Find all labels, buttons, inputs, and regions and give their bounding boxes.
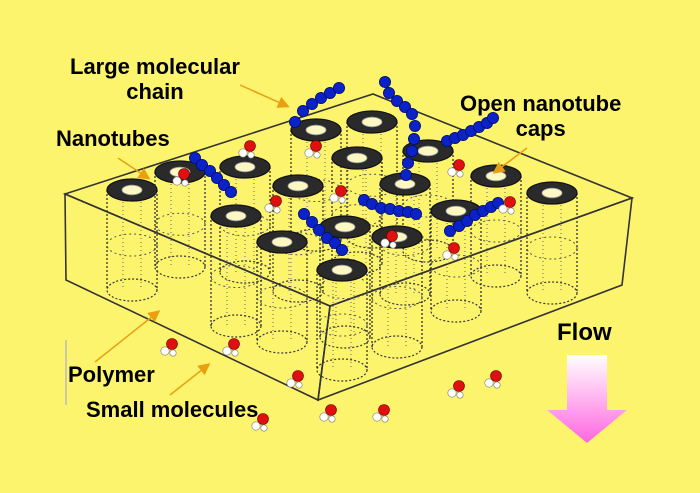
label-flow: Flow xyxy=(557,319,612,346)
chain-bead xyxy=(335,243,348,256)
nanotube xyxy=(106,178,158,302)
nanotube xyxy=(526,181,578,305)
label-open-nanotube-caps-line2: caps xyxy=(515,115,566,141)
chain-bead xyxy=(323,87,336,100)
molecular-chain xyxy=(288,82,345,129)
small-molecule xyxy=(447,159,465,178)
small-molecule xyxy=(484,370,502,389)
small-molecule xyxy=(238,140,256,159)
small-molecules-label-arrow xyxy=(169,363,211,396)
label-large-molecular-chain-line1: Large molecular xyxy=(70,54,240,79)
small-molecule xyxy=(447,380,465,399)
small-molecule xyxy=(222,338,240,357)
nanotube-opening xyxy=(541,187,563,199)
chain-bead xyxy=(297,207,310,220)
nanotube-opening xyxy=(346,152,368,164)
nanotube-opening xyxy=(485,170,507,182)
molecular-chain xyxy=(378,76,421,181)
small-molecule xyxy=(498,196,516,215)
label-small-molecules: Small molecules xyxy=(86,397,259,422)
small-molecule xyxy=(372,404,390,423)
nanotube-opening xyxy=(287,180,309,192)
chain-bead xyxy=(408,120,421,133)
nanotube-opening xyxy=(271,236,293,248)
nanotube-opening xyxy=(305,124,327,136)
chain-bead xyxy=(332,82,345,95)
chain-label-arrow xyxy=(239,84,290,108)
chain-bead xyxy=(378,76,391,89)
chain-bead xyxy=(224,185,237,198)
leader-arrows xyxy=(94,84,528,396)
molecular-chain xyxy=(440,112,499,147)
small-molecule xyxy=(329,185,347,204)
nanotube xyxy=(319,215,371,349)
chain-bead xyxy=(401,156,414,169)
nanotube-opening xyxy=(121,184,143,196)
nanotube xyxy=(470,164,522,288)
small-molecule xyxy=(286,370,304,389)
polymer-membrane-block xyxy=(62,93,635,402)
chain-bead xyxy=(405,108,418,121)
flow-arrow xyxy=(547,355,627,443)
chain-bead xyxy=(305,215,318,228)
chain-bead xyxy=(407,132,420,145)
chain-bead xyxy=(399,168,412,181)
small-molecule xyxy=(251,413,269,432)
chain-bead xyxy=(405,144,418,157)
small-molecule xyxy=(442,242,460,261)
nanotubes-label-arrow xyxy=(117,157,151,180)
nanotube-opening xyxy=(445,205,467,217)
small-molecule xyxy=(160,338,178,357)
chain-bead xyxy=(296,105,309,118)
small-molecules-group xyxy=(160,140,516,432)
nanotube xyxy=(210,204,262,338)
polymer-label-arrow xyxy=(94,310,161,363)
small-molecule xyxy=(304,140,322,159)
nanotube-opening xyxy=(331,264,353,276)
chain-bead xyxy=(288,116,301,129)
nanotube xyxy=(272,174,324,303)
nanotube xyxy=(316,258,368,382)
nanotube-array xyxy=(106,110,578,382)
label-large-molecular-chain: Large molecular chain xyxy=(70,54,240,104)
label-polymer: Polymer xyxy=(68,362,155,387)
molecular-chain xyxy=(297,207,348,256)
label-large-molecular-chain-line2: chain xyxy=(126,78,184,104)
label-nanotubes: Nanotubes xyxy=(56,126,170,151)
small-molecule xyxy=(264,195,282,214)
chain-bead xyxy=(312,223,325,236)
nanotube-opening xyxy=(417,145,439,157)
small-molecule xyxy=(319,404,337,423)
membrane-right-face xyxy=(317,196,633,402)
chain-bead xyxy=(195,158,208,171)
nanotube-opening xyxy=(361,116,383,128)
large-molecular-chains xyxy=(188,76,504,256)
molecular-chain xyxy=(443,196,504,237)
label-open-nanotube-caps: Open nanotube caps xyxy=(460,91,622,141)
chain-bead xyxy=(409,207,422,220)
chain-bead xyxy=(486,112,499,125)
chain-bead xyxy=(390,95,403,108)
molecular-chain xyxy=(357,193,422,220)
nanotube-opening xyxy=(225,210,247,222)
label-open-nanotube-caps-line1: Open nanotube xyxy=(460,91,622,116)
nanotube xyxy=(331,146,383,275)
caps-label-arrow xyxy=(492,147,528,174)
chain-bead xyxy=(305,98,318,111)
small-molecule xyxy=(172,168,190,187)
chain-bead xyxy=(314,92,327,105)
chain-bead xyxy=(443,224,456,237)
molecular-chain xyxy=(188,151,237,198)
chain-bead xyxy=(382,87,395,100)
small-molecule xyxy=(380,230,398,249)
nanotube xyxy=(256,230,308,354)
nanotube xyxy=(219,155,271,284)
nanotube-opening xyxy=(334,221,356,233)
nanotube-opening xyxy=(234,161,256,173)
chain-bead xyxy=(460,214,473,227)
